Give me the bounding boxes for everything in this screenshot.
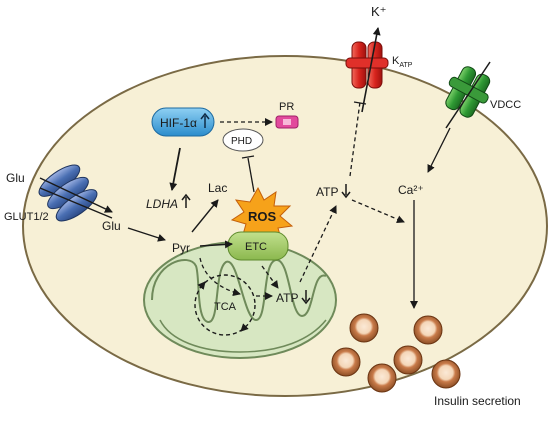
label-atp-cyto: ATP — [316, 185, 338, 199]
label-pr: PR — [279, 101, 294, 113]
up-arrow-icon — [181, 193, 191, 208]
dashed-arrows — [199, 101, 405, 300]
insulin-granule-icon — [367, 363, 397, 393]
label-katp: KATP — [392, 55, 413, 69]
vdcc-pore-line — [445, 61, 491, 129]
label-glu-out: Glu — [6, 171, 25, 185]
pr-node — [275, 115, 299, 129]
insulin-granules — [331, 313, 461, 393]
insulin-granule-icon — [393, 345, 423, 375]
down-arrow-icon — [341, 184, 351, 199]
insulin-granule-icon — [413, 315, 443, 345]
label-lac: Lac — [208, 181, 227, 195]
down-arrow-icon — [301, 290, 311, 305]
label-katp-sub: ATP — [399, 62, 412, 69]
label-insulin-secretion: Insulin secretion — [434, 394, 521, 408]
label-ros: ROS — [248, 209, 277, 224]
label-ca: Ca²⁺ — [398, 183, 424, 197]
label-glut: GLUT1/2 — [4, 211, 49, 223]
tca-cycle — [194, 274, 256, 336]
label-hif: HIF-1α — [160, 116, 197, 130]
insulin-granule-icon — [331, 347, 361, 377]
glut-transporter-icon — [38, 164, 98, 222]
phd-node — [222, 128, 264, 152]
label-k-plus: K⁺ — [371, 4, 387, 19]
pathway-arrows — [39, 27, 451, 309]
label-phd: PHD — [231, 136, 252, 147]
label-vdcc: VDCC — [490, 99, 521, 111]
vdcc-channel-icon — [445, 66, 491, 118]
up-arrow-icon — [200, 112, 210, 128]
label-atp-mito: ATP — [276, 291, 298, 305]
insulin-granule-icon — [431, 359, 461, 389]
katp-inhibit-bar — [353, 101, 367, 105]
label-glu-in: Glu — [102, 219, 121, 233]
label-tca: TCA — [214, 301, 237, 313]
insulin-granule-icon — [349, 313, 379, 343]
label-etc: ETC — [245, 241, 267, 253]
label-katp-main: K — [392, 55, 400, 67]
hif-node — [151, 107, 215, 137]
katp-channel-icon — [345, 41, 389, 89]
label-pyr: Pyr — [172, 241, 190, 255]
label-ldha: LDHA — [146, 197, 178, 211]
